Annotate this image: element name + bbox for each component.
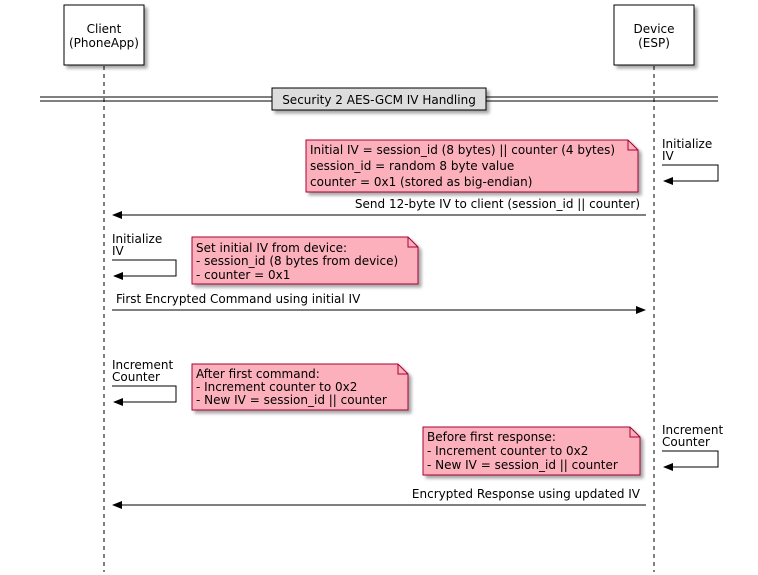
self-call-label: Increment bbox=[112, 358, 173, 372]
self-call-label: Counter bbox=[662, 435, 710, 449]
self-call-label: Increment bbox=[662, 423, 723, 437]
self-call-label: Counter bbox=[112, 370, 160, 384]
message-encrypted-response: Encrypted Response using updated IV bbox=[112, 487, 646, 509]
self-call-label: IV bbox=[112, 244, 125, 258]
note-text: counter = 0x1 (stored as big-endian) bbox=[310, 175, 532, 189]
note-text: - Increment counter to 0x2 bbox=[196, 380, 357, 394]
self-call-label: Initialize bbox=[662, 137, 712, 151]
message-label: Encrypted Response using updated IV bbox=[412, 487, 641, 501]
message-label: Send 12-byte IV to client (session_id ||… bbox=[355, 197, 640, 211]
note-text: Set initial IV from device: bbox=[196, 241, 347, 255]
participant-device-subtitle: (ESP) bbox=[638, 36, 670, 50]
note-device-before-response: Before first response: - Increment count… bbox=[422, 426, 641, 476]
section-divider: Security 2 AES-GCM IV Handling bbox=[40, 87, 718, 111]
participant-client: Client (PhoneApp) bbox=[63, 4, 145, 66]
participant-client-name: Client bbox=[87, 22, 122, 36]
note-text: Before first response: bbox=[427, 430, 556, 444]
note-device-initial-iv: Initial IV = session_id (8 bytes) || cou… bbox=[305, 139, 639, 193]
participant-device: Device (ESP) bbox=[613, 4, 695, 66]
section-divider-label: Security 2 AES-GCM IV Handling bbox=[282, 93, 476, 107]
self-call-label: IV bbox=[662, 149, 675, 163]
note-client-after-command: After first command: - Increment counter… bbox=[191, 363, 409, 411]
note-text: - New IV = session_id || counter bbox=[427, 458, 618, 472]
note-text: Initial IV = session_id (8 bytes) || cou… bbox=[310, 143, 615, 157]
self-call-client-increment: Increment Counter bbox=[112, 358, 177, 406]
self-call-device-initialize: Initialize IV bbox=[662, 137, 719, 185]
note-client-initial-iv: Set initial IV from device: - session_id… bbox=[191, 236, 419, 285]
participant-device-name: Device bbox=[633, 22, 674, 36]
self-call-device-increment: Increment Counter bbox=[662, 423, 723, 471]
message-first-command: First Encrypted Command using initial IV bbox=[112, 292, 646, 314]
note-text: - New IV = session_id || counter bbox=[196, 393, 387, 407]
message-label: First Encrypted Command using initial IV bbox=[116, 292, 361, 306]
note-text: After first command: bbox=[196, 367, 320, 381]
message-send-iv: Send 12-byte IV to client (session_id ||… bbox=[112, 197, 646, 219]
note-text: session_id = random 8 byte value bbox=[310, 159, 514, 173]
self-call-client-initialize: Initialize IV bbox=[112, 232, 177, 280]
participant-client-subtitle: (PhoneApp) bbox=[69, 36, 139, 50]
note-text: - counter = 0x1 bbox=[196, 268, 290, 282]
note-text: - session_id (8 bytes from device) bbox=[196, 254, 398, 268]
self-call-label: Initialize bbox=[112, 232, 162, 246]
note-text: - Increment counter to 0x2 bbox=[427, 444, 588, 458]
